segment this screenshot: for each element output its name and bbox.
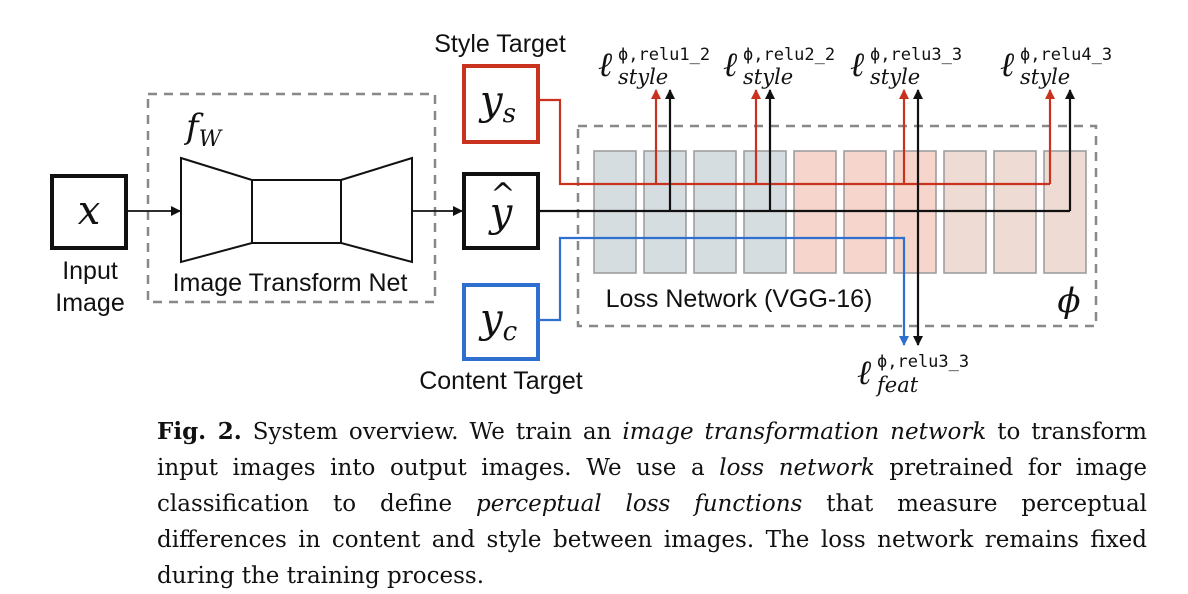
- caption-text: to transform input images into output im…: [157, 419, 1147, 481]
- loss-term-kind: style: [870, 65, 920, 89]
- transform-net-dashed-box: [146, 92, 437, 304]
- transform-net-function-label: fW: [183, 107, 224, 152]
- loss-term-layer: ϕ,relu2_2: [743, 45, 835, 65]
- ell-symbol: ℓ: [857, 353, 871, 393]
- caption-emphasis: image transformation network: [622, 419, 987, 445]
- loss-term-style-relu2: ℓ ϕ,relu2_2 style: [723, 45, 835, 89]
- caption-text: System overview. We train an: [241, 419, 623, 445]
- loss-term-layer: ϕ,relu3_3: [870, 45, 962, 65]
- style-path-line: [538, 98, 1050, 186]
- loss-term-layer: ϕ,relu4_3: [1020, 45, 1112, 65]
- ell-symbol: ℓ: [723, 45, 737, 85]
- loss-term-layer: ϕ,relu1_2: [618, 45, 710, 65]
- content-target-label: Content Target: [419, 367, 583, 395]
- loss-term-kind: feat: [875, 373, 919, 397]
- input-x-symbol: x: [78, 188, 101, 234]
- input-image-label-line2: Image: [55, 289, 124, 317]
- loss-network-dashed-box: [576, 124, 1098, 328]
- input-image-box: [50, 174, 128, 250]
- ell-symbol: ℓ: [1000, 45, 1014, 85]
- loss-term-kind: style: [743, 65, 793, 89]
- bottleneck-shape: [251, 179, 342, 244]
- content-target-box: [462, 283, 540, 361]
- style-target-label: Style Target: [434, 30, 566, 58]
- content-path-line: [538, 236, 909, 346]
- loss-network-label: Loss Network (VGG-16): [606, 285, 873, 313]
- content-target-symbol: yc: [478, 296, 518, 347]
- transform-net-label: Image Transform Net: [173, 269, 408, 297]
- decoder-shape: [340, 156, 413, 264]
- caption-emphasis: loss network: [719, 455, 875, 481]
- output-yhat-hat: ^: [490, 177, 515, 212]
- style-target-symbol: ys: [478, 78, 516, 129]
- input-image-label-line1: Input: [62, 257, 118, 285]
- encoder-shape: [180, 156, 253, 264]
- loss-term-kind: style: [1020, 65, 1070, 89]
- system-overview-diagram: Style Target fW Image Transform Net x In…: [50, 30, 1112, 397]
- loss-term-style-relu3: ℓ ϕ,relu3_3 style: [850, 45, 962, 89]
- style-target-box: [462, 64, 540, 144]
- loss-term-style-relu1: ℓ ϕ,relu1_2 style: [598, 45, 710, 89]
- figure-label: Fig. 2.: [157, 418, 242, 445]
- loss-term-feat-relu3: ℓ ϕ,relu3_3 feat: [857, 352, 969, 397]
- ell-symbol: ℓ: [598, 45, 612, 85]
- ell-symbol: ℓ: [850, 45, 864, 85]
- loss-term-layer: ϕ,relu3_3: [877, 352, 969, 372]
- figure-caption: Fig. 2. System overview. We train an ima…: [157, 414, 1147, 594]
- loss-term-kind: style: [618, 65, 668, 89]
- caption-emphasis: perceptual loss functions: [475, 491, 803, 517]
- loss-term-style-relu4: ℓ ϕ,relu4_3 style: [1000, 45, 1112, 89]
- output-yhat-symbol: y: [488, 190, 514, 236]
- phi-symbol: ϕ: [1057, 281, 1080, 321]
- caption-text: pretrained for image classification to d…: [157, 455, 1147, 517]
